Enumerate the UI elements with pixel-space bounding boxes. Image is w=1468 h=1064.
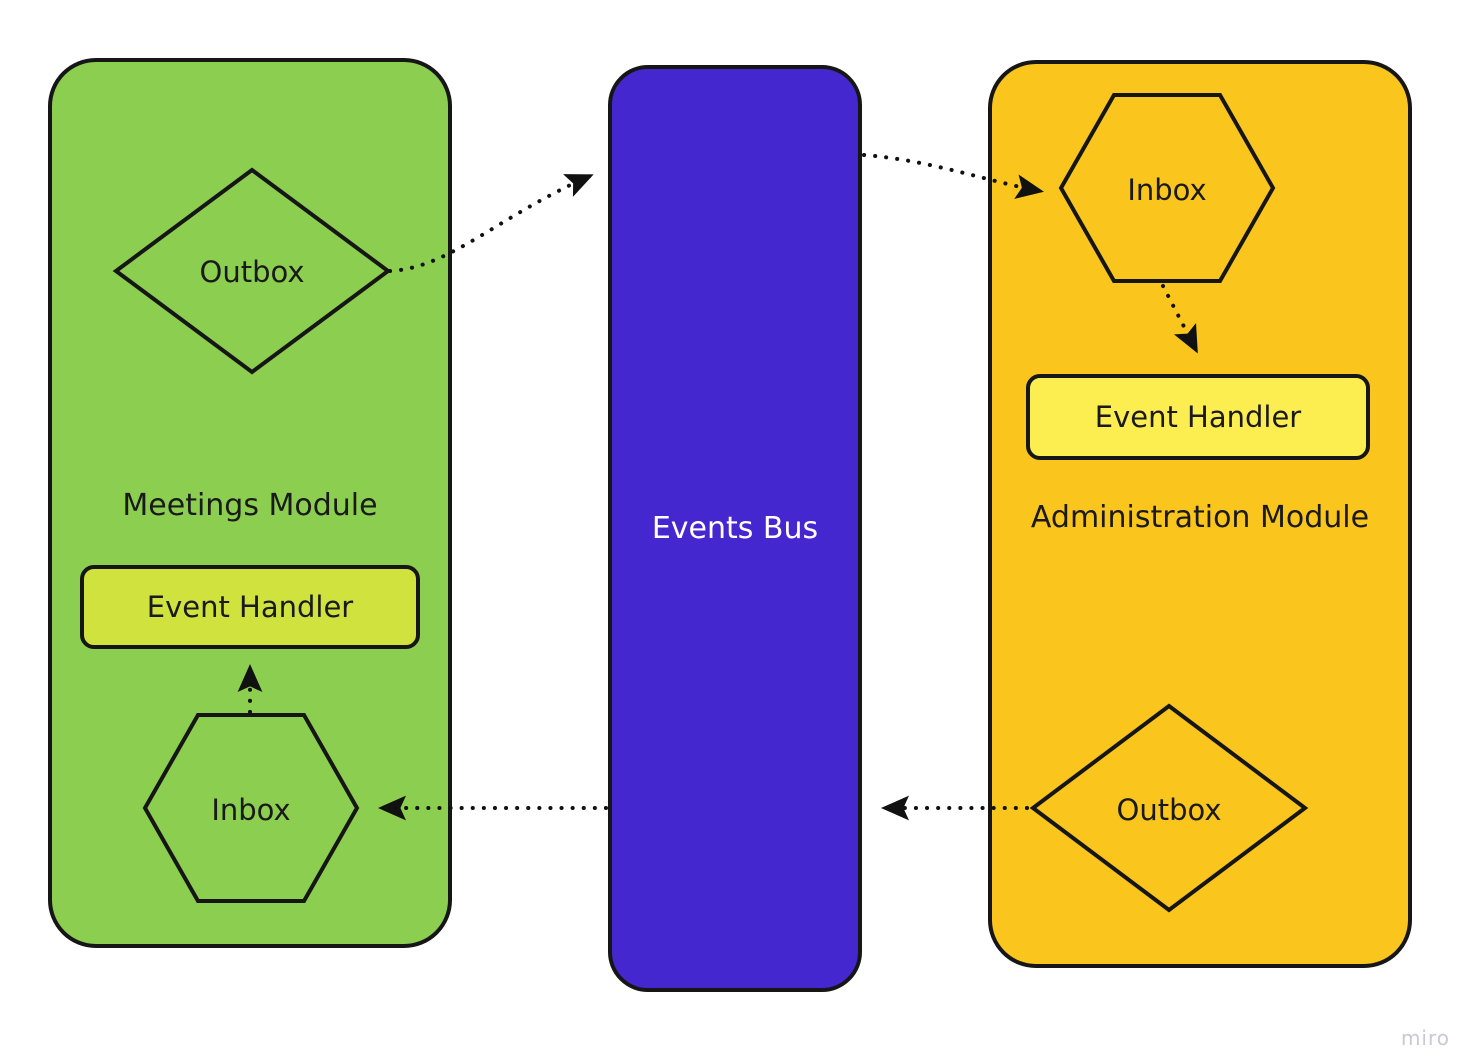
admin-outbox-shape[interactable] <box>1029 702 1309 914</box>
module-events-bus[interactable] <box>608 65 862 992</box>
meetings-inbox-shape[interactable] <box>142 712 360 904</box>
diamond-icon <box>1029 703 1309 913</box>
module-events-bus-label: Events Bus <box>651 511 819 546</box>
meetings-event-handler[interactable]: Event Handler <box>80 565 420 649</box>
miro-watermark: miro <box>1400 1026 1450 1050</box>
admin-event-handler[interactable]: Event Handler <box>1026 374 1370 460</box>
hexagon-icon <box>1058 93 1276 283</box>
diamond-icon <box>112 167 392 375</box>
meetings-outbox-shape[interactable] <box>112 166 392 376</box>
module-meetings-label: Meetings Module <box>122 488 378 523</box>
hexagon-icon <box>142 713 360 903</box>
module-administration-label: Administration Module <box>1030 500 1370 535</box>
admin-inbox-shape[interactable] <box>1058 92 1276 284</box>
